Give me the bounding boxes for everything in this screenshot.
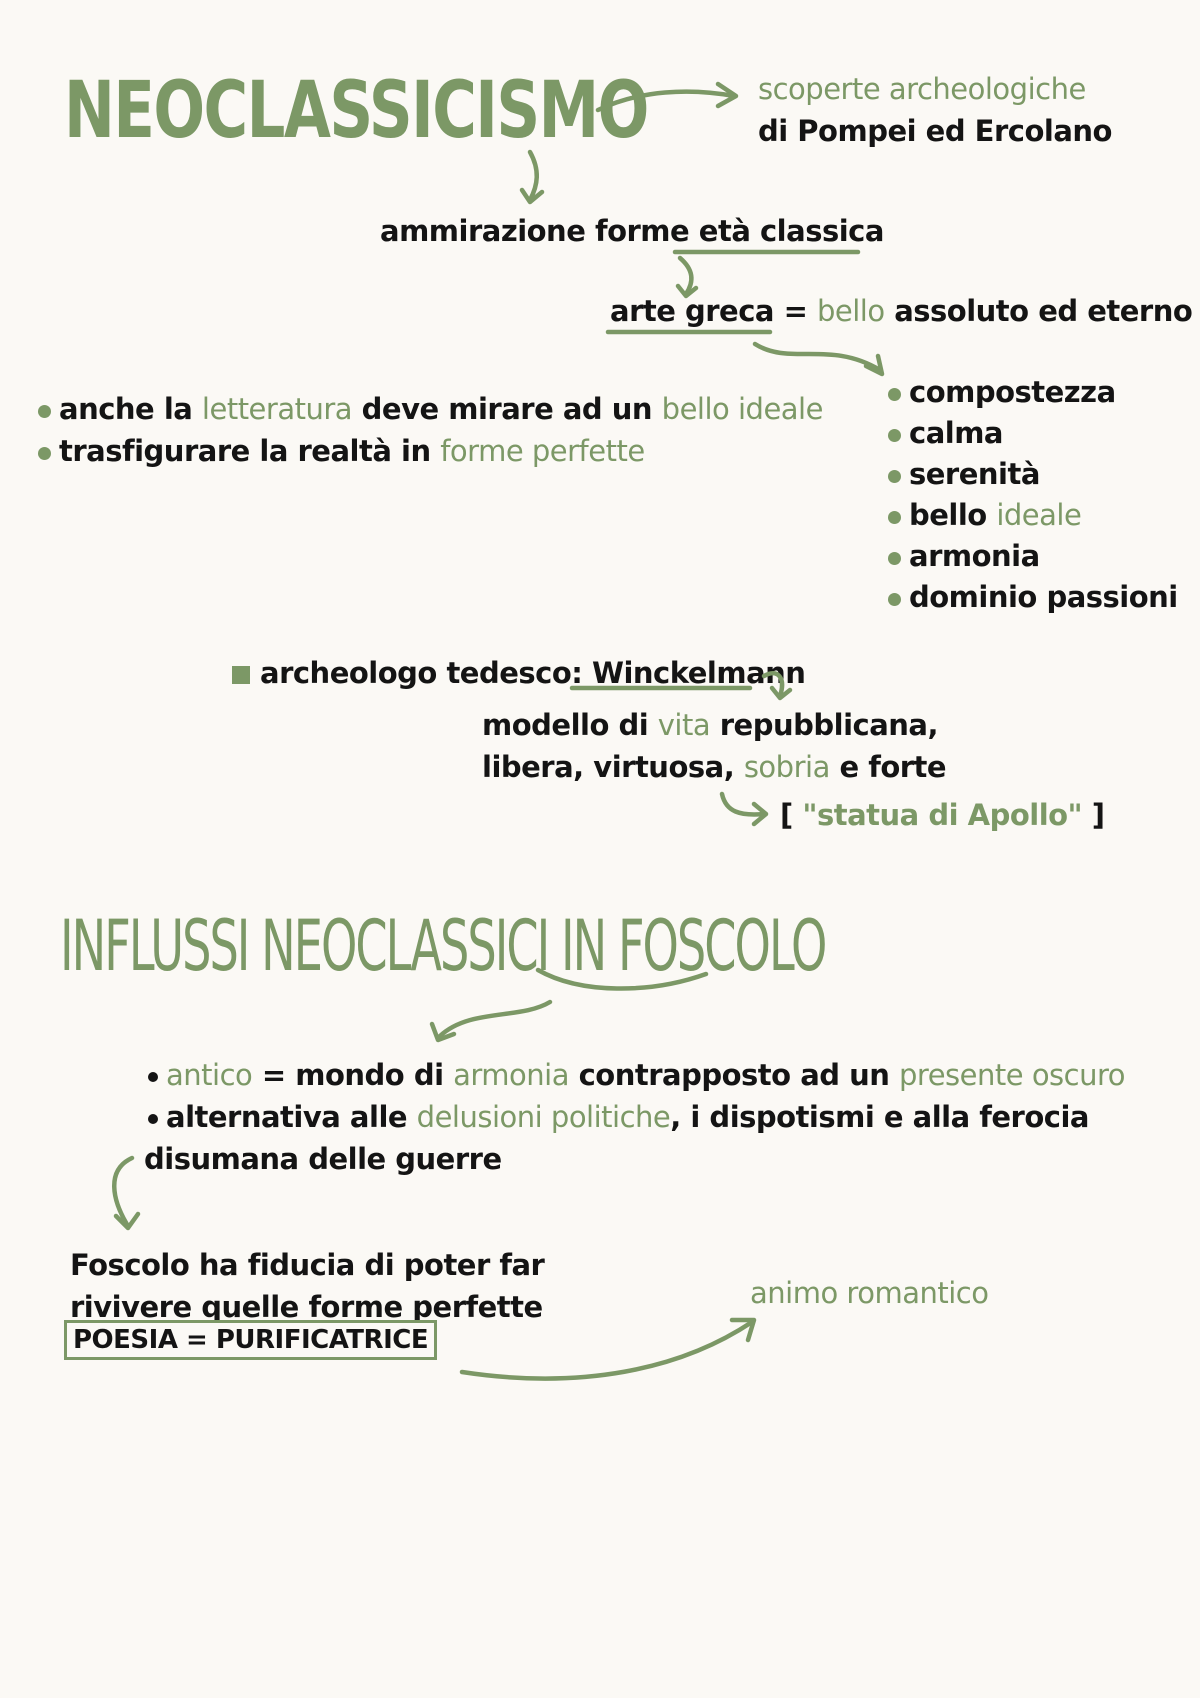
item-text: libera, virtuosa, xyxy=(482,750,744,784)
arrow-head-icon xyxy=(113,1211,141,1231)
bullet-icon xyxy=(888,428,901,442)
presente-oscuro-text: presente oscuro xyxy=(899,1058,1126,1092)
square-bullet-icon xyxy=(232,666,250,684)
ammirazione-text: ammirazione forme xyxy=(380,214,699,248)
item-text: e forte xyxy=(829,750,947,784)
list-item: compostezza xyxy=(888,372,1178,413)
bracket-close: ] xyxy=(1082,798,1105,832)
forme-perfette-text: forme perfette xyxy=(440,434,645,468)
arrow-head-icon xyxy=(715,81,739,109)
modello-block: modello di vita repubblicana, libera, vi… xyxy=(482,704,947,788)
armonia-text: armonia xyxy=(453,1058,570,1092)
vita-text: vita xyxy=(657,708,711,742)
statua-text: "statua di Apollo" xyxy=(802,798,1083,832)
bullet-icon xyxy=(38,446,51,460)
item-text: compostezza xyxy=(909,375,1116,409)
arrow-head-icon xyxy=(429,1021,457,1043)
list-item: alternativa alle delusioni politiche, i … xyxy=(148,1096,1125,1138)
qualities-list: compostezza calma serenità bello ideale … xyxy=(888,372,1178,618)
bullet-icon xyxy=(888,551,901,565)
fiducia-block: Foscolo ha fiducia di poter far rivivere… xyxy=(70,1244,545,1328)
section-title: INFLUSSI NEOCLASSICI IN FOSCOLO xyxy=(60,905,827,987)
list-item: armonia xyxy=(888,536,1178,577)
arrow-head-icon xyxy=(751,801,769,827)
list-item: trasfigurare la realtà in forme perfette xyxy=(38,430,823,472)
item-text: armonia xyxy=(909,539,1040,573)
statua-line: [ "statua di Apollo" ] xyxy=(780,798,1105,832)
animo-romantico-text: animo romantico xyxy=(750,1276,989,1310)
foscolo-bullets: antico = mondo di armonia contrapposto a… xyxy=(144,1054,1126,1180)
bello-ideale-text: bello ideale xyxy=(661,392,824,426)
sobria-text: sobria xyxy=(743,750,831,784)
assoluto-text: assoluto ed eterno xyxy=(884,294,1193,328)
modello-line1: modello di vita repubblicana, xyxy=(482,704,946,746)
bracket-open: [ xyxy=(780,798,803,832)
item-text: bello xyxy=(909,498,997,532)
arrow-icon xyxy=(437,999,553,1039)
page-title: NEOCLASSICISMO xyxy=(64,66,649,156)
item-text: trasfigurare la realtà in xyxy=(59,434,441,468)
arrow-icon xyxy=(112,1155,135,1229)
list-item: dominio passioni xyxy=(888,577,1178,618)
bullet-icon xyxy=(888,469,901,483)
list-item: serenità xyxy=(888,454,1178,495)
item-text: modello di xyxy=(482,708,658,742)
list-item: bello ideale xyxy=(888,495,1178,536)
item-text: dominio passioni xyxy=(909,580,1178,614)
scoperte-line1: scoperte archeologiche xyxy=(758,72,1086,106)
arte-greca-line: arte greca = bello assoluto ed eterno xyxy=(610,294,1193,328)
modello-line2: libera, virtuosa, sobria e forte xyxy=(482,746,947,788)
title-part: INFLUSSI NEOCLASSICI IN xyxy=(60,905,618,987)
fiducia-line2: rivivere quelle forme perfette xyxy=(70,1290,543,1324)
bullet-icon xyxy=(888,510,901,524)
poesia-box: POESIA = PURIFICATRICE xyxy=(64,1320,438,1360)
letteratura-text: letteratura xyxy=(201,392,353,426)
arrow-head-icon xyxy=(863,353,885,377)
eta-classica-text: età classica xyxy=(698,214,885,248)
item-text: , i dispotismi e alla ferocia xyxy=(670,1100,1089,1134)
arrow-head-icon xyxy=(729,1317,757,1343)
list-item: anche la letteratura deve mirare ad un b… xyxy=(38,388,823,430)
bello-text: bello xyxy=(817,294,885,328)
foscolo-title-part: FOSCOLO xyxy=(617,905,827,987)
left-bullets: anche la letteratura deve mirare ad un b… xyxy=(38,388,823,472)
arte-greca-text: arte greca xyxy=(610,294,775,328)
list-item: antico = mondo di armonia contrapposto a… xyxy=(148,1054,1126,1096)
ammirazione-line: ammirazione forme età classica xyxy=(380,214,884,248)
arrow-icon xyxy=(527,149,539,203)
item-text: contrapposto ad un xyxy=(569,1058,900,1092)
list-item-continuation: disumana delle guerre xyxy=(144,1142,502,1176)
arrow-icon xyxy=(752,341,883,373)
fiducia-line1: Foscolo ha fiducia di poter far xyxy=(70,1248,545,1282)
bullet-icon xyxy=(38,404,51,418)
item-text: serenità xyxy=(909,457,1040,491)
item-text: anche la xyxy=(59,392,202,426)
ideale-text: ideale xyxy=(996,498,1082,532)
arrow-icon xyxy=(459,1319,755,1381)
equals-sign: = xyxy=(774,294,817,328)
antico-text: antico xyxy=(166,1058,253,1092)
arrow-icon xyxy=(719,791,767,817)
delusioni-text: delusioni politiche xyxy=(416,1100,671,1134)
item-text: calma xyxy=(909,416,1004,450)
item-text: repubblicana, xyxy=(710,708,939,742)
bullet-icon xyxy=(148,1072,158,1082)
archeologo-text: archeologo tedesco: xyxy=(260,656,592,690)
arrow-head-icon xyxy=(519,187,545,205)
winckelmann-line: archeologo tedesco: Winckelmann xyxy=(232,656,806,690)
bullet-icon xyxy=(888,387,901,401)
item-text: = mondo di xyxy=(252,1058,454,1092)
list-item: calma xyxy=(888,413,1178,454)
scoperte-line2: di Pompei ed Ercolano xyxy=(758,114,1112,148)
bullet-icon xyxy=(888,592,901,606)
bullet-icon xyxy=(148,1114,158,1124)
arrow-icon xyxy=(677,255,694,297)
item-text: alternativa alle xyxy=(166,1100,417,1134)
winckelmann-text: Winckelmann xyxy=(591,656,806,690)
item-text: deve mirare ad un xyxy=(352,392,662,426)
